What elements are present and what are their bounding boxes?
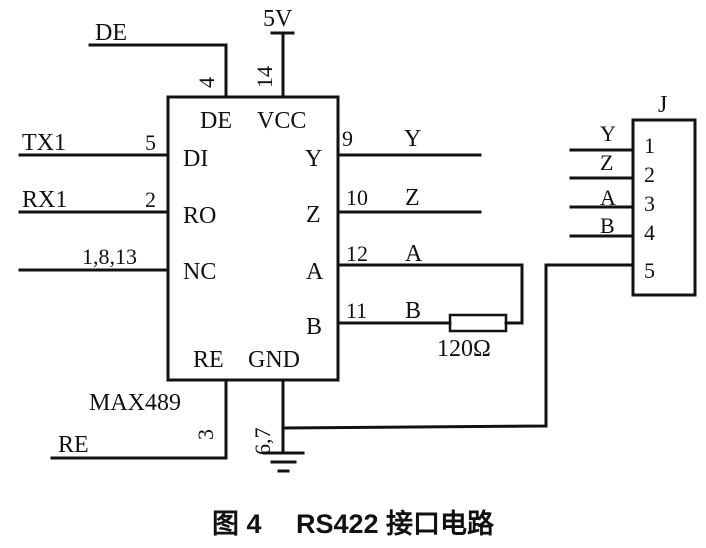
b-net-label: B (405, 298, 421, 324)
z-pin-name: Z (306, 202, 321, 228)
de-net-label: DE (95, 20, 127, 46)
ro-pin-number: 2 (145, 187, 156, 212)
vcc-pin-number: 14 (252, 66, 277, 88)
a-pin-name: A (306, 259, 324, 285)
gnd-to-connector-wire (281, 263, 635, 430)
di-pin-name: DI (183, 146, 208, 172)
connector-pin4-net: B (600, 213, 615, 238)
y-pin-name: Y (305, 146, 322, 172)
vcc-net-label: 5V (263, 6, 293, 32)
a-pin-number: 12 (346, 241, 368, 266)
a-net-label: A (405, 241, 423, 267)
connector-ref-label: J (658, 92, 667, 118)
ic-part-number: MAX489 (89, 390, 181, 416)
vcc-pin-name: VCC (257, 108, 306, 134)
ro-pin-name: RO (183, 203, 216, 229)
re-net-label: RE (58, 432, 89, 458)
connector-j-body (631, 118, 697, 297)
b-pin-number: 11 (346, 298, 367, 323)
z-net-label: Z (405, 185, 420, 211)
connector-pin4-number: 4 (644, 220, 655, 245)
de-pin-number: 4 (194, 77, 219, 88)
nc-pin-name: NC (183, 259, 216, 285)
connector-pin5-number: 5 (644, 258, 655, 283)
re-pin-name: RE (193, 347, 224, 373)
y-net-label: Y (404, 126, 421, 152)
connector-pin2-net: Z (600, 150, 613, 175)
rx1-net-label: RX1 (22, 187, 67, 213)
ground-symbol-icon (262, 451, 305, 473)
di-pin-number: 5 (145, 130, 156, 155)
de-wire (88, 43, 228, 99)
resistor-value-label: 120Ω (437, 336, 491, 362)
re-pin-number: 3 (193, 429, 218, 440)
gnd-pin-name: GND (248, 347, 300, 373)
connector-pin2-number: 2 (644, 162, 655, 187)
nc-pin-number: 1,8,13 (82, 244, 137, 269)
connector-pin3-number: 3 (644, 191, 655, 216)
z-pin-number: 10 (346, 185, 368, 210)
figure-caption: 图 4 RS422 接口电路 (212, 508, 495, 539)
b-pin-name: B (306, 314, 322, 340)
tx1-net-label: TX1 (22, 130, 66, 156)
connector-pin3-net: A (600, 185, 616, 210)
max489-ic-body (166, 95, 340, 382)
de-pin-name: DE (200, 108, 232, 134)
gnd-pin-number: 6,7 (250, 428, 275, 456)
termination-resistor (448, 313, 508, 333)
y-pin-number: 9 (342, 126, 353, 151)
a-wire (336, 263, 524, 325)
re-wire (50, 378, 228, 460)
connector-pin1-number: 1 (644, 133, 655, 158)
connector-pin1-net: Y (600, 121, 616, 146)
